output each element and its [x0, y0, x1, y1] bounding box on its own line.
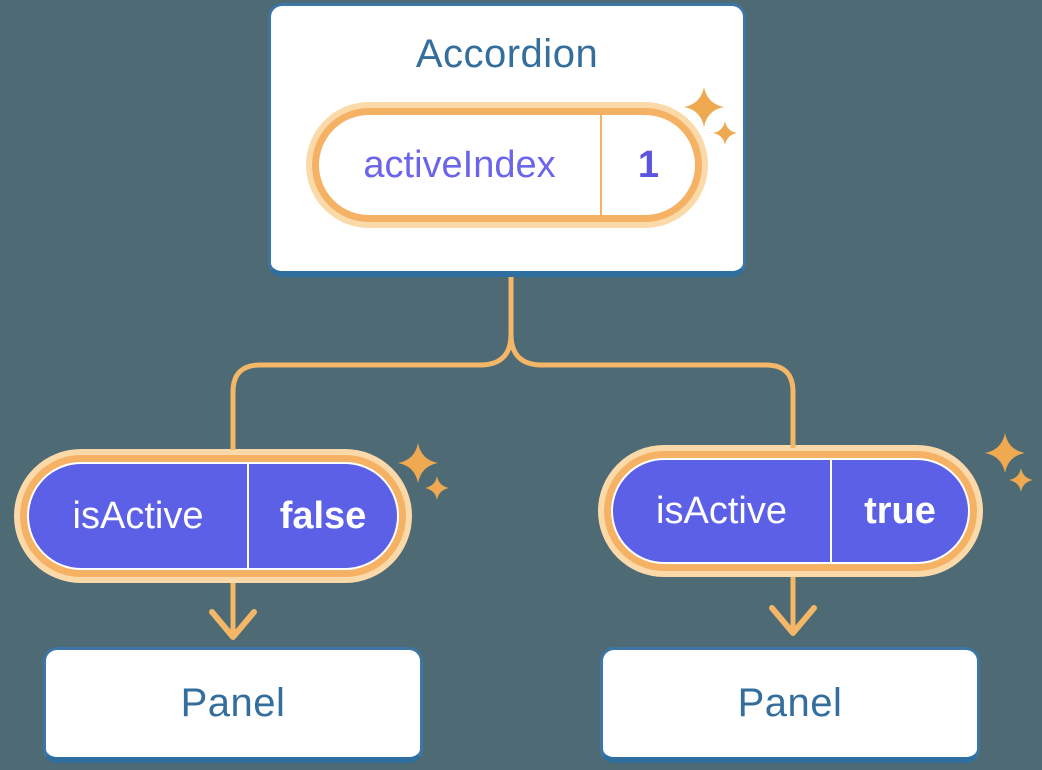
state-pill-body: activeIndex 1	[319, 115, 695, 215]
state-pill-activeindex: activeIndex 1	[306, 102, 708, 228]
accordion-component-card: Accordion activeIndex 1	[268, 3, 746, 277]
prop-pill-isactive-true: isActive true	[598, 445, 983, 577]
sparkle-icon	[425, 476, 449, 500]
prop-pill-orange-ring: isActive true	[604, 451, 977, 571]
state-pill-divider	[600, 115, 602, 215]
state-pill-orange-ring: activeIndex 1	[312, 108, 702, 222]
prop-pill-white-ring: isActive true	[611, 458, 970, 564]
prop-pill-isactive-false: isActive false	[14, 449, 412, 583]
sparkle-icon	[985, 433, 1025, 473]
tree-branch-right	[508, 277, 796, 448]
state-pill-value: 1	[637, 143, 660, 186]
panel-card-right: Panel	[600, 647, 980, 763]
tree-branch-left	[230, 277, 514, 450]
panel-title: Panel	[737, 681, 843, 725]
sparkle-icon	[398, 443, 438, 483]
sparkle-icon	[1009, 468, 1033, 492]
prop-pill-divider	[247, 464, 249, 568]
prop-pill-value: false	[279, 494, 367, 537]
prop-pill-label: isActive	[656, 489, 787, 532]
prop-pill-white-ring: isActive false	[27, 462, 399, 570]
prop-pill-divider	[830, 460, 832, 562]
accordion-title: Accordion	[415, 32, 599, 76]
prop-pill-body: isActive true	[613, 460, 968, 562]
prop-pill-label: isActive	[72, 494, 204, 537]
prop-pill-value: true	[864, 489, 936, 532]
prop-pill-body: isActive false	[29, 464, 397, 568]
state-pill-label: activeIndex	[363, 143, 556, 186]
arrow-left-head	[209, 609, 257, 640]
prop-pill-orange-ring: isActive false	[20, 455, 406, 577]
panel-card-left: Panel	[43, 647, 423, 763]
arrow-right-head	[769, 605, 817, 636]
panel-title: Panel	[180, 681, 286, 725]
